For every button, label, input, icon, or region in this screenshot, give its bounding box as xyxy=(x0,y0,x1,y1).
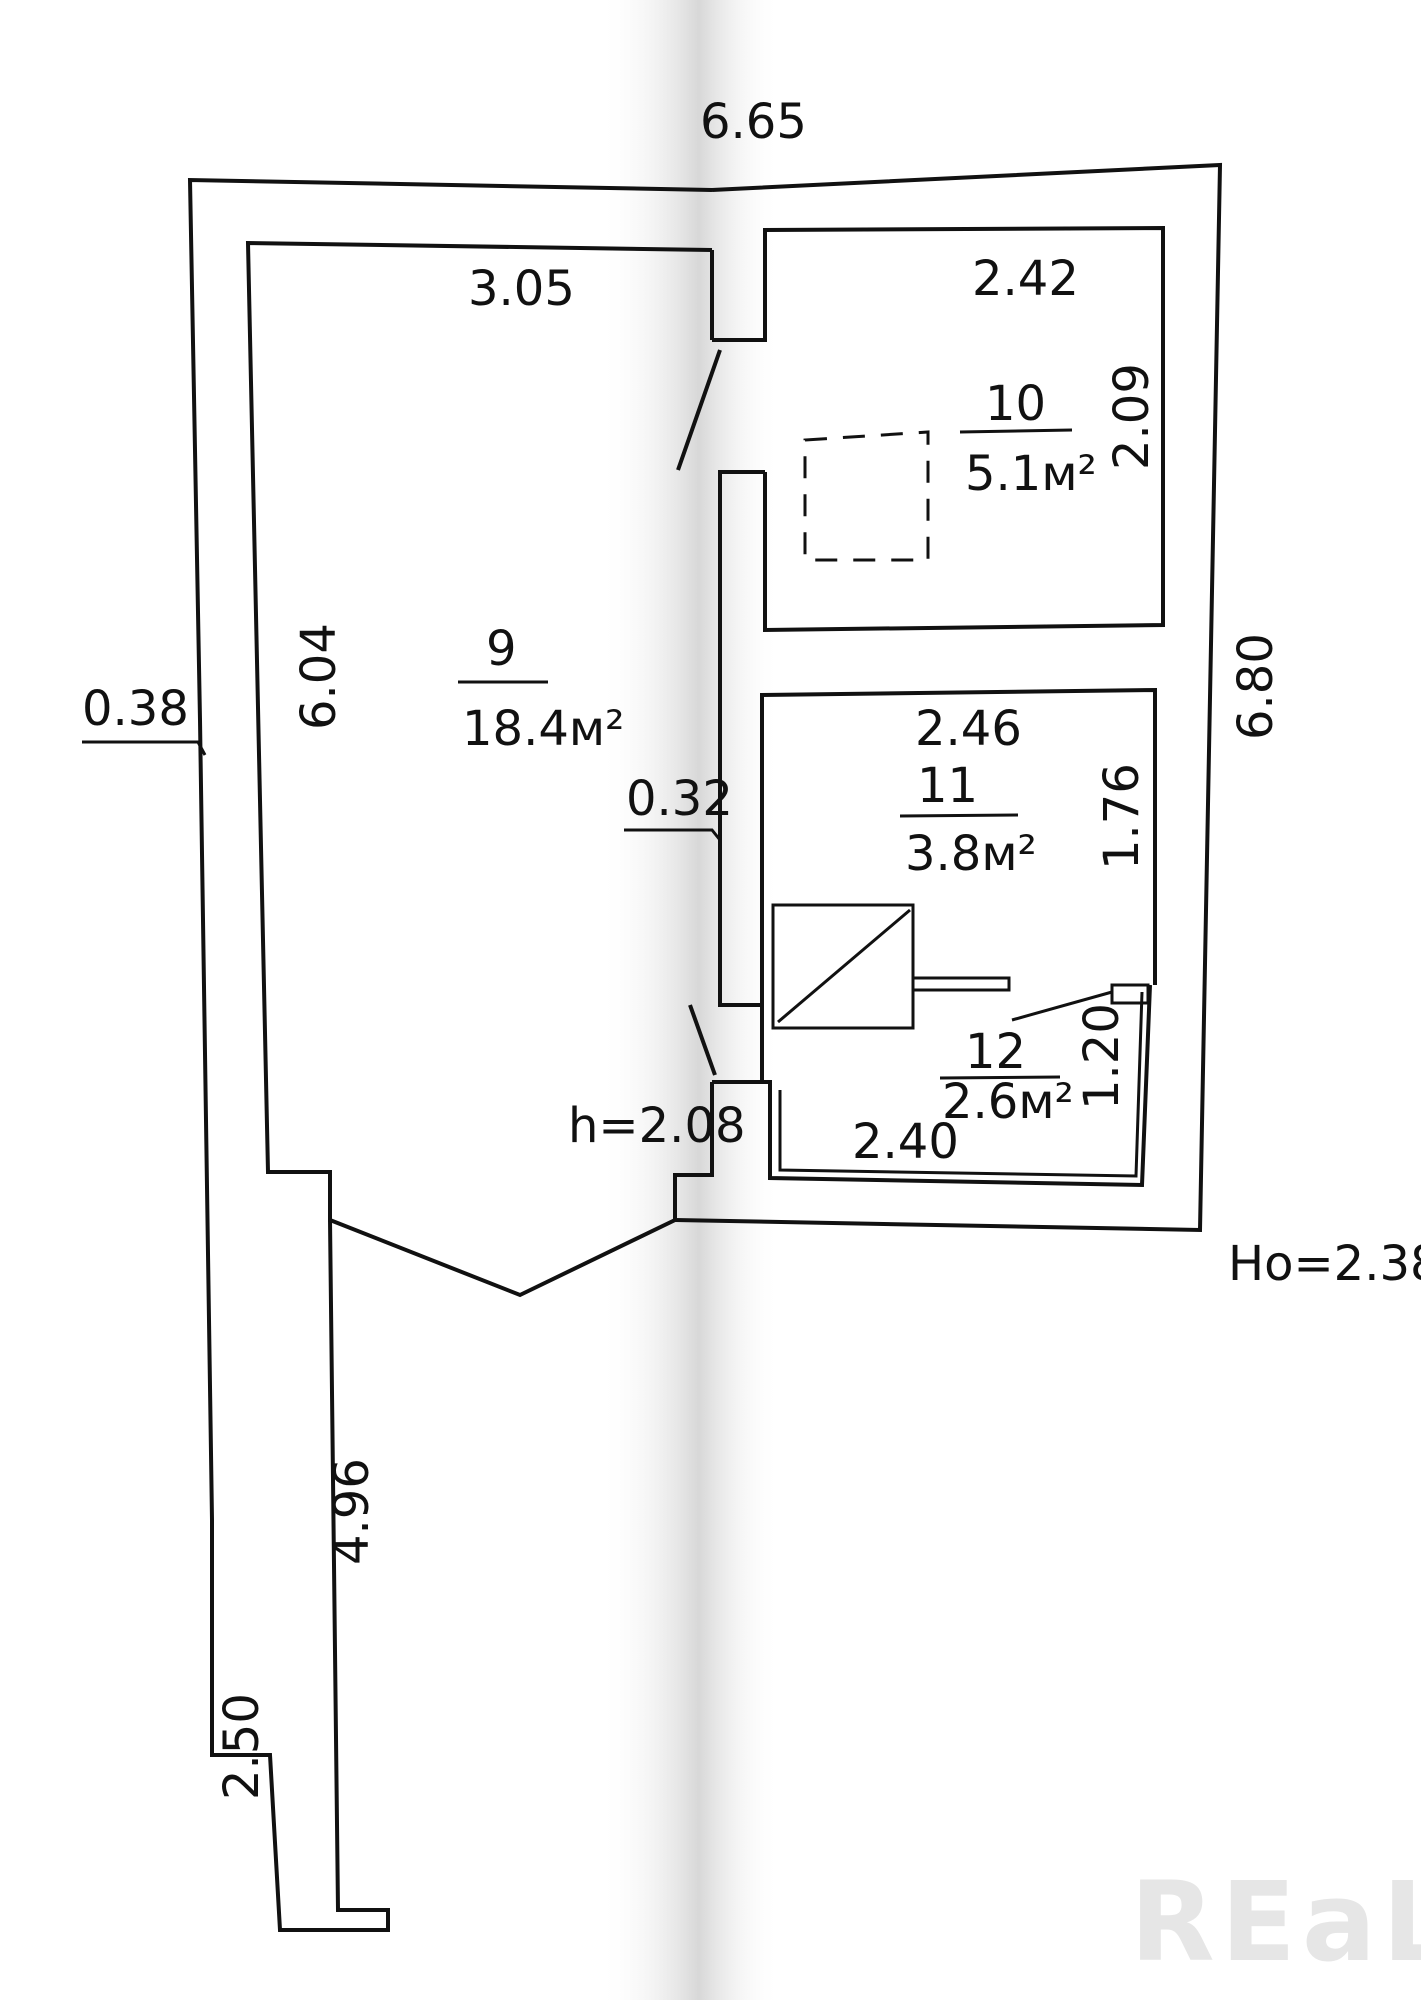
dim-room-11-width: 2.46 xyxy=(915,701,1022,757)
room-9-wall xyxy=(245,240,714,1298)
watermark: REaL xyxy=(1130,1858,1421,1986)
room-12-leader-line xyxy=(1011,990,1113,1022)
dim-room-10-width: 2.42 xyxy=(972,251,1079,307)
dim-partition: 0.32 xyxy=(626,771,733,827)
dim-corridor-tail: 2.50 xyxy=(214,1693,270,1800)
room-10-fixture-outline xyxy=(803,430,930,562)
room-11-fraction-bar xyxy=(899,813,1019,818)
room-10-number: 10 xyxy=(985,376,1046,432)
outer-wall-left xyxy=(187,177,713,1932)
dim-corridor-length: 4.96 xyxy=(324,1458,380,1565)
partition-middle xyxy=(712,470,765,1084)
room-12-fixture xyxy=(1110,983,1150,1005)
room-10-area: 5.1м² xyxy=(965,446,1097,502)
room-height-label: h=2.08 xyxy=(568,1098,746,1154)
room-10-fraction-bar xyxy=(959,428,1073,434)
dim-room-11-height: 1.76 xyxy=(1094,763,1150,870)
room-11-area: 3.8м² xyxy=(905,826,1037,882)
room-9-label: 9 18.4м² xyxy=(458,621,624,757)
room-10-label: 10 5.1м² xyxy=(959,376,1097,502)
leader-0-38 xyxy=(82,740,207,756)
room-12-fraction-bar xyxy=(939,1075,1061,1080)
room-12-inner-wall xyxy=(778,991,1144,1178)
room-12-number: 12 xyxy=(965,1024,1026,1080)
dim-room-9-height: 6.04 xyxy=(291,623,347,730)
room-11-wall xyxy=(760,687,1157,1005)
dim-room-12-width: 2.40 xyxy=(852,1114,959,1170)
room-9-area: 18.4м² xyxy=(462,701,624,757)
room-12-wall xyxy=(762,984,1152,1188)
dim-room-10-height: 2.09 xyxy=(1104,363,1160,470)
room-12-label: 12 2.6м² xyxy=(939,1024,1074,1130)
room-9-number: 9 xyxy=(486,621,517,677)
room-11-pipe xyxy=(911,976,1011,992)
room-11-label: 11 3.8м² xyxy=(899,758,1037,882)
dim-room-9-width: 3.05 xyxy=(468,261,575,317)
dim-right-overall: 6.80 xyxy=(1228,633,1284,740)
outer-wall-right xyxy=(674,162,1223,1233)
leader-0-32 xyxy=(624,828,722,841)
overall-height-label: Нo=2.38 xyxy=(1228,1236,1421,1292)
paper-fold-shadow xyxy=(600,0,780,2000)
partition-upper xyxy=(712,250,767,342)
room-10-wall xyxy=(763,225,1165,633)
door-room-9-lower xyxy=(688,1004,717,1076)
room-11-fixture xyxy=(771,903,915,1030)
dim-top-overall: 6.65 xyxy=(700,94,807,150)
room-11-number: 11 xyxy=(917,758,978,814)
dim-room-12-height: 1.20 xyxy=(1074,1003,1130,1110)
door-room-10 xyxy=(676,349,722,471)
room-11-fixture-diagonal xyxy=(777,908,911,1024)
room-12-area: 2.6м² xyxy=(942,1074,1074,1130)
dim-left-wall: 0.38 xyxy=(82,681,189,737)
